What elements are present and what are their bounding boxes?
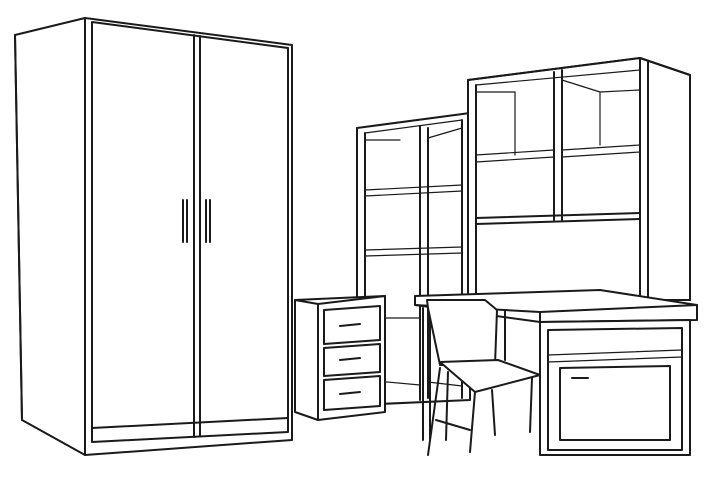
chair xyxy=(426,299,541,456)
desk-hutch xyxy=(467,57,691,301)
drawer-unit xyxy=(294,295,386,421)
desk xyxy=(414,289,698,456)
wardrobe xyxy=(14,17,293,456)
